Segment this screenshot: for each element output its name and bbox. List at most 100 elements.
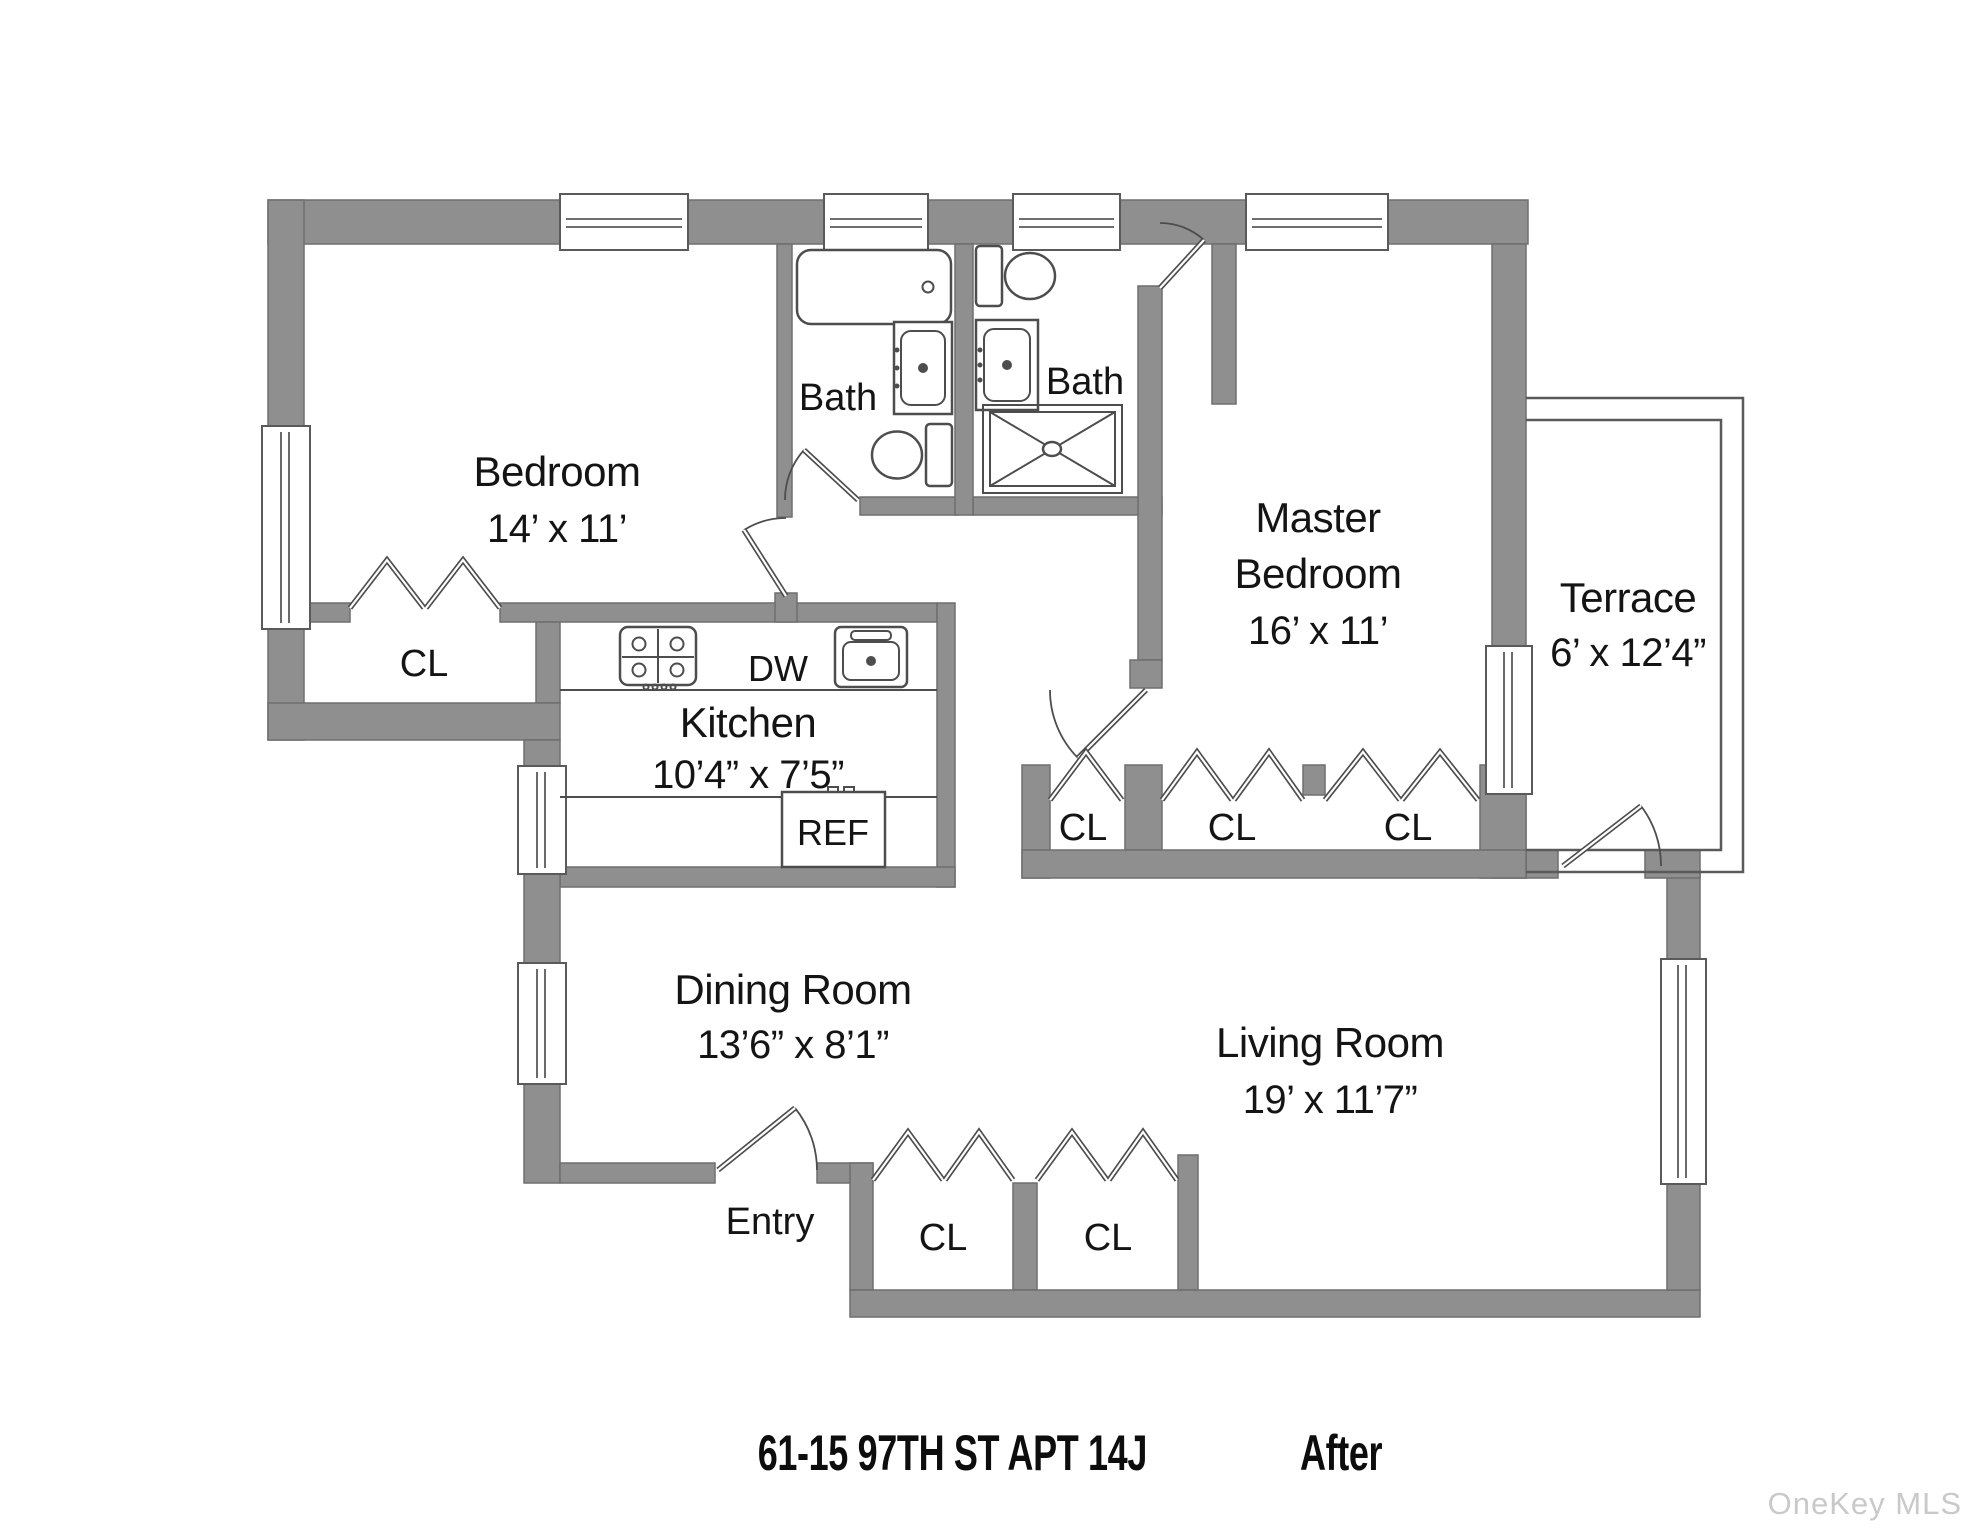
window-kitchen-left xyxy=(517,765,567,875)
door-leaf-inner xyxy=(743,529,787,597)
window-master-terrace xyxy=(1485,645,1533,795)
bedroom-dims: 14’ x 11’ xyxy=(487,507,627,551)
bifold-door-inner xyxy=(425,558,501,609)
bifold-door xyxy=(870,1127,946,1182)
bath-left-fixtures xyxy=(795,248,954,488)
plan-status: After xyxy=(1300,1425,1383,1481)
bath-right-label: Bath xyxy=(1046,361,1124,403)
master-bedroom-label-line2: Bedroom xyxy=(1235,550,1402,597)
refrigerator xyxy=(780,786,887,869)
wall-segment xyxy=(954,243,974,516)
window-frame xyxy=(1012,193,1121,251)
window-frame xyxy=(261,425,311,630)
bifold-door-inner xyxy=(872,1130,944,1181)
terrace-railing xyxy=(1526,396,1745,874)
master-bedroom-door xyxy=(1049,688,1148,760)
shower-drain xyxy=(1041,440,1063,458)
closet-label-master-1: CL xyxy=(1059,807,1108,849)
door-arc xyxy=(1159,222,1205,241)
wall-segment xyxy=(267,199,305,431)
dining-room-label: Dining Room xyxy=(674,966,911,1013)
bifold-door xyxy=(1231,747,1306,802)
door-leaf-inner xyxy=(1077,689,1147,759)
sink xyxy=(983,328,1031,402)
door-arc xyxy=(1049,689,1079,759)
bath-left-door xyxy=(784,447,860,503)
faucet-dot xyxy=(977,347,983,353)
window-bath-right-top xyxy=(1012,193,1121,251)
faucet-dot xyxy=(977,362,983,368)
wall-segment xyxy=(1211,243,1237,405)
sink-basin xyxy=(842,641,900,681)
closet-label-master-2: CL xyxy=(1208,807,1257,849)
bifold-door-inner xyxy=(1049,750,1123,801)
faucet-dot xyxy=(894,383,900,389)
terrace-door xyxy=(1561,803,1662,869)
window-frame xyxy=(1245,193,1389,251)
hall-door xyxy=(741,517,789,598)
bedroom-label: Bedroom xyxy=(474,448,641,495)
terrace-label: Terrace xyxy=(1560,574,1697,621)
plan-address: 61-15 97TH ST APT 14J xyxy=(757,1425,1147,1481)
bifold-door xyxy=(942,1127,1016,1182)
kitchen-label: Kitchen xyxy=(680,699,817,746)
shower xyxy=(982,404,1123,494)
door-arc xyxy=(1640,805,1662,867)
wall-segment xyxy=(523,869,561,968)
entry-door xyxy=(716,1105,818,1173)
stove-knob xyxy=(651,683,659,691)
dishwasher-label: DW xyxy=(748,648,808,689)
closet-label-bedroom: CL xyxy=(400,643,449,685)
bifold-door xyxy=(423,555,503,610)
closet-label-hall-2: CL xyxy=(1084,1217,1133,1259)
wall-segment xyxy=(1137,285,1163,661)
window-bedroom-top xyxy=(559,193,689,251)
toilet-tank xyxy=(924,422,954,488)
closet-label-hall-1: CL xyxy=(919,1217,968,1259)
sink xyxy=(900,330,946,406)
wall-segment xyxy=(972,496,1163,516)
window-dining-left xyxy=(517,962,567,1085)
bath-right-fixtures xyxy=(974,244,1123,494)
shower-inner xyxy=(989,411,1116,487)
wall-segment xyxy=(523,1079,561,1184)
bifold-door xyxy=(1159,747,1235,802)
watermark: OneKey MLS xyxy=(1767,1486,1962,1521)
stove-knob xyxy=(660,683,668,691)
wall-segment xyxy=(923,199,1018,245)
room-labels: Bedroom 14’ x 11’ Bath Bath Master Bedro… xyxy=(400,361,1707,1259)
wall-segment xyxy=(559,866,956,888)
door-leaf-inner xyxy=(803,449,859,501)
wall-segment xyxy=(559,1162,716,1184)
master-bedroom-label-line1: Master xyxy=(1255,494,1381,541)
wall-segment xyxy=(936,602,956,888)
bifold-door-inner xyxy=(1108,1130,1178,1181)
plan-title: 61-15 97TH ST APT 14J After xyxy=(46,1424,1988,1482)
stove-knob xyxy=(642,683,650,691)
wall-segment xyxy=(1666,869,1701,964)
sink-faucet xyxy=(850,630,892,641)
window-living-right xyxy=(1660,958,1707,1185)
master-bedroom-dims: 16’ x 11’ xyxy=(1248,609,1388,653)
burner xyxy=(669,636,685,652)
wall-segment xyxy=(267,199,565,245)
bath-left-label: Bath xyxy=(799,377,877,419)
wall-segment xyxy=(1666,1179,1701,1291)
ref-body xyxy=(780,790,887,869)
bifold-door-inner xyxy=(1401,750,1479,801)
wall-segment xyxy=(1115,199,1251,245)
shower-outer xyxy=(982,404,1123,494)
burner xyxy=(631,662,647,678)
wall-segment xyxy=(1012,1182,1038,1291)
wall-segment xyxy=(267,702,561,741)
living-room-dims: 19’ x 11’7” xyxy=(1243,1078,1418,1122)
walls xyxy=(267,199,1701,1318)
window-master-top xyxy=(1245,193,1389,251)
wall-segment xyxy=(1021,849,1527,879)
wall-segment xyxy=(1644,849,1701,879)
bifold-door-inner xyxy=(349,558,425,609)
closet-doors xyxy=(347,555,1481,1182)
dining-room-dims: 13’6” x 8’1” xyxy=(697,1023,889,1067)
